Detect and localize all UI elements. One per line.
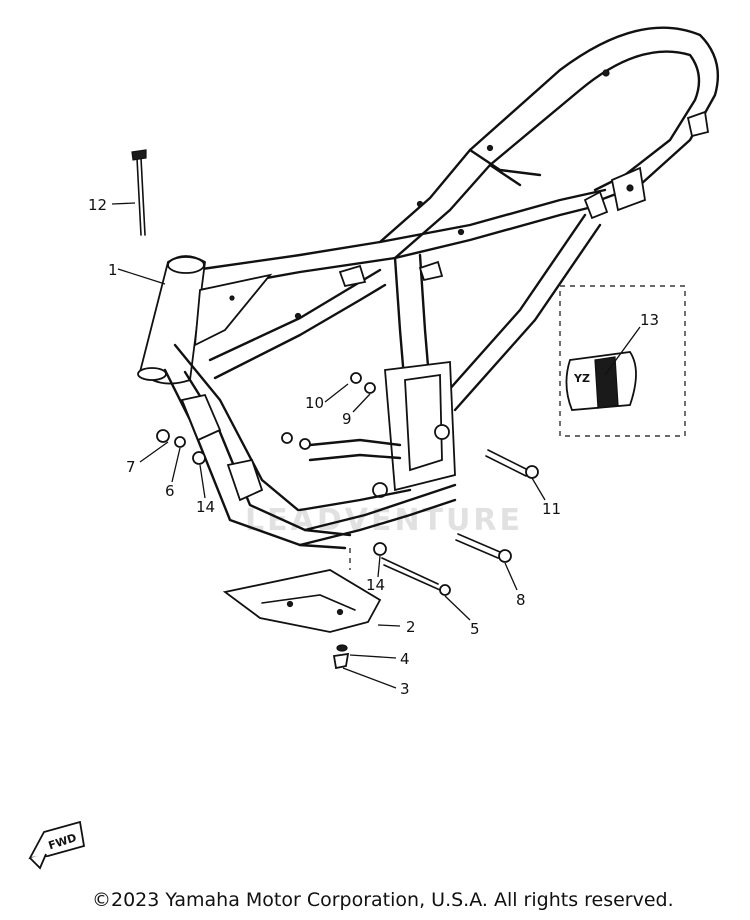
callout-2: 2: [406, 618, 416, 636]
callout-8: 8: [516, 591, 526, 609]
callout-14-lower: 14: [366, 576, 385, 594]
forward-arrow-icon: FWD: [28, 820, 86, 870]
callout-3: 3: [400, 680, 410, 698]
frame-assembly: [137, 26, 719, 550]
copyright-notice: ©2023 Yamaha Motor Corporation, U.S.A. A…: [92, 889, 674, 911]
callout-6: 6: [165, 482, 175, 500]
skid-plate-part: [222, 548, 382, 633]
callout-5: 5: [470, 620, 480, 638]
callout-10: 10: [305, 394, 324, 412]
callout-9: 9: [342, 410, 352, 428]
callout-7: 7: [126, 458, 136, 476]
svg-text:YZ: YZ: [573, 372, 590, 385]
bolt-12-part: [131, 149, 147, 236]
callout-14-left: 14: [196, 498, 215, 516]
callout-1: 1: [108, 261, 118, 279]
callout-11: 11: [542, 500, 561, 518]
callout-4: 4: [400, 650, 410, 668]
emblem-13-part: YZ: [559, 285, 686, 437]
callout-13: 13: [640, 311, 659, 329]
callout-12: 12: [88, 196, 107, 214]
leader-lines: [111, 202, 641, 689]
callouts: 1 2 3 4 5 6 7 8 9 10 11 12 13 14 14: [88, 196, 659, 698]
fasteners: [156, 372, 539, 670]
